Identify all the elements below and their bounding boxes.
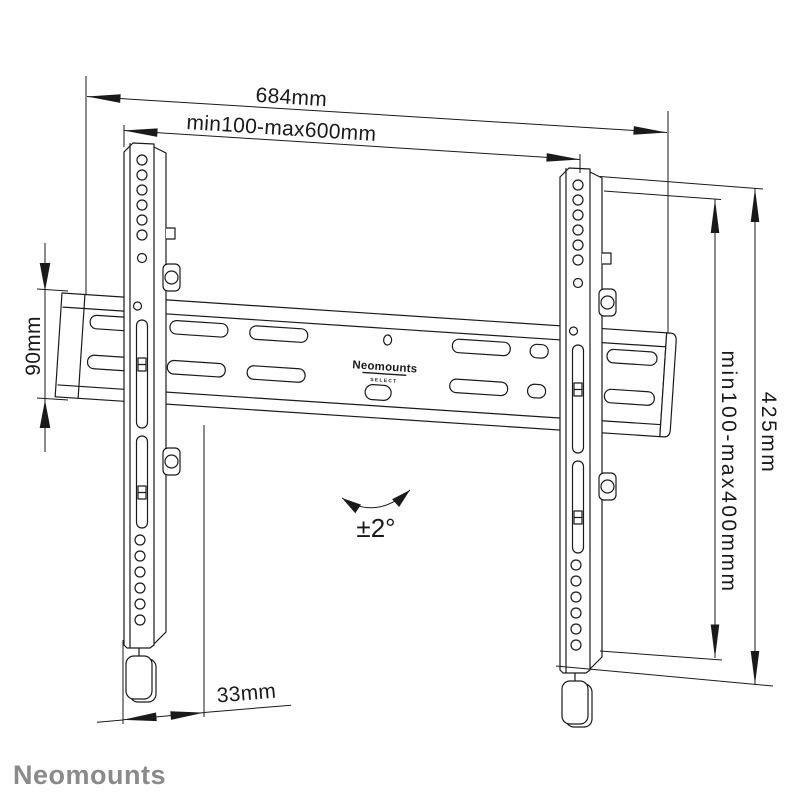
tilt-annotation: ±2° (341, 489, 411, 543)
plate-logo-underline (362, 371, 407, 377)
plate-logo-brand: Neomounts (352, 359, 418, 375)
dimension-mount-height: min100-max400mmm (599, 190, 740, 661)
dimension-bracket-height: 425mm (555, 176, 780, 687)
leader-line (203, 704, 292, 713)
tilt-arc-arrow (341, 489, 411, 514)
extension-line (599, 650, 723, 661)
bracket-height-label: 425mm (757, 392, 780, 475)
depth-label: 33mm (216, 680, 277, 708)
plate-height-label: 90mm (22, 316, 45, 376)
dimension-line-overrun (96, 719, 124, 723)
tilt-label: ±2° (356, 513, 395, 543)
footer-brand-logo: Neomounts (13, 760, 166, 790)
left-bracket (123, 142, 181, 703)
extension-line (36, 288, 69, 292)
extension-line (555, 665, 774, 687)
dimension-mount-width: min100-max600mm (123, 111, 581, 173)
dimension-line (123, 128, 581, 162)
dimension-plate-height: 90mm (22, 243, 69, 452)
right-bracket (559, 167, 617, 728)
extension-line (599, 176, 764, 190)
dimension-total-width: 684mm (85, 76, 669, 333)
dimension-line (86, 94, 668, 135)
center-slot (364, 384, 392, 401)
extension-line (603, 190, 722, 200)
plate-logo-series: SELECT (370, 377, 398, 385)
wall-plate-end-cap (659, 332, 677, 438)
dimension-line (122, 711, 205, 722)
arrowhead-down (39, 263, 51, 291)
wall-plate-center: Neomounts SELECT (352, 334, 418, 401)
arrowhead-up (39, 400, 51, 428)
total-width-label: 684mm (255, 84, 328, 111)
extension-line (36, 397, 69, 401)
wall-plate: Neomounts SELECT (54, 292, 677, 438)
mount-height-label: min100-max400mmm (717, 350, 740, 593)
center-hole (383, 334, 393, 346)
dimension-depth: 33mm (96, 425, 292, 724)
